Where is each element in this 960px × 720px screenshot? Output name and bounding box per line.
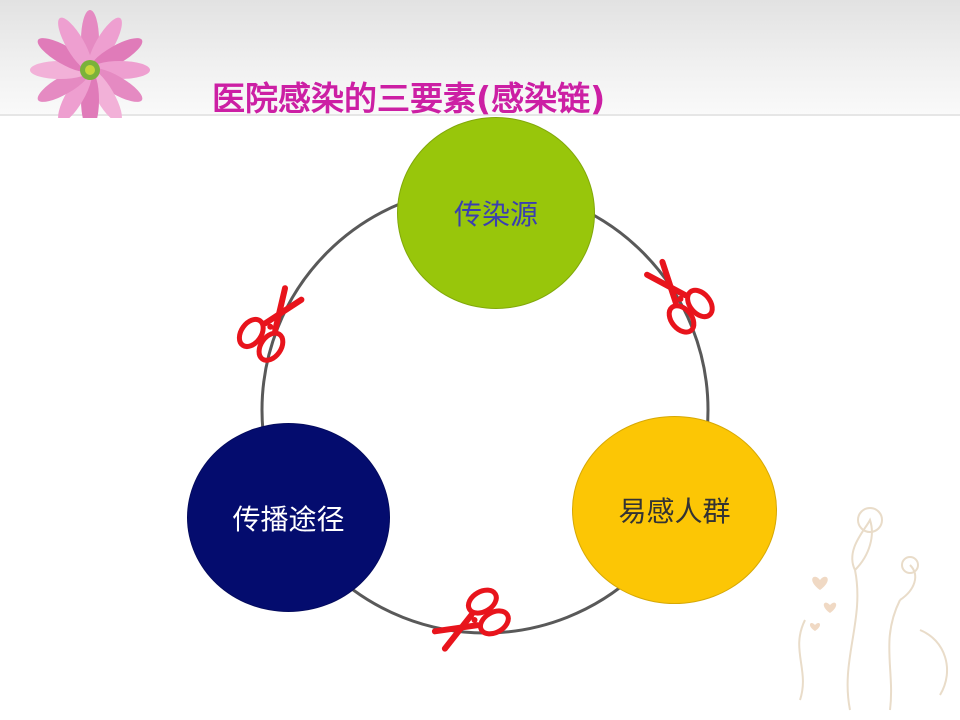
node-infection-source-label: 传染源 xyxy=(453,198,538,231)
scissors-icon xyxy=(429,585,512,659)
floral-ornament-icon xyxy=(798,507,949,711)
node-transmission-route-label: 传播途径 xyxy=(232,502,345,536)
header-divider xyxy=(0,114,960,116)
slide-title: 医院感染的三要素(感染链) xyxy=(212,79,606,118)
scissors-icon xyxy=(234,281,311,364)
node-susceptible-host: 易感人群 xyxy=(572,416,777,604)
header-band xyxy=(0,0,960,116)
flower-icon xyxy=(30,10,150,118)
node-susceptible-host-label: 易感人群 xyxy=(618,495,731,528)
node-infection-source: 传染源 xyxy=(397,117,595,309)
node-transmission-route: 传播途径 xyxy=(187,423,390,612)
